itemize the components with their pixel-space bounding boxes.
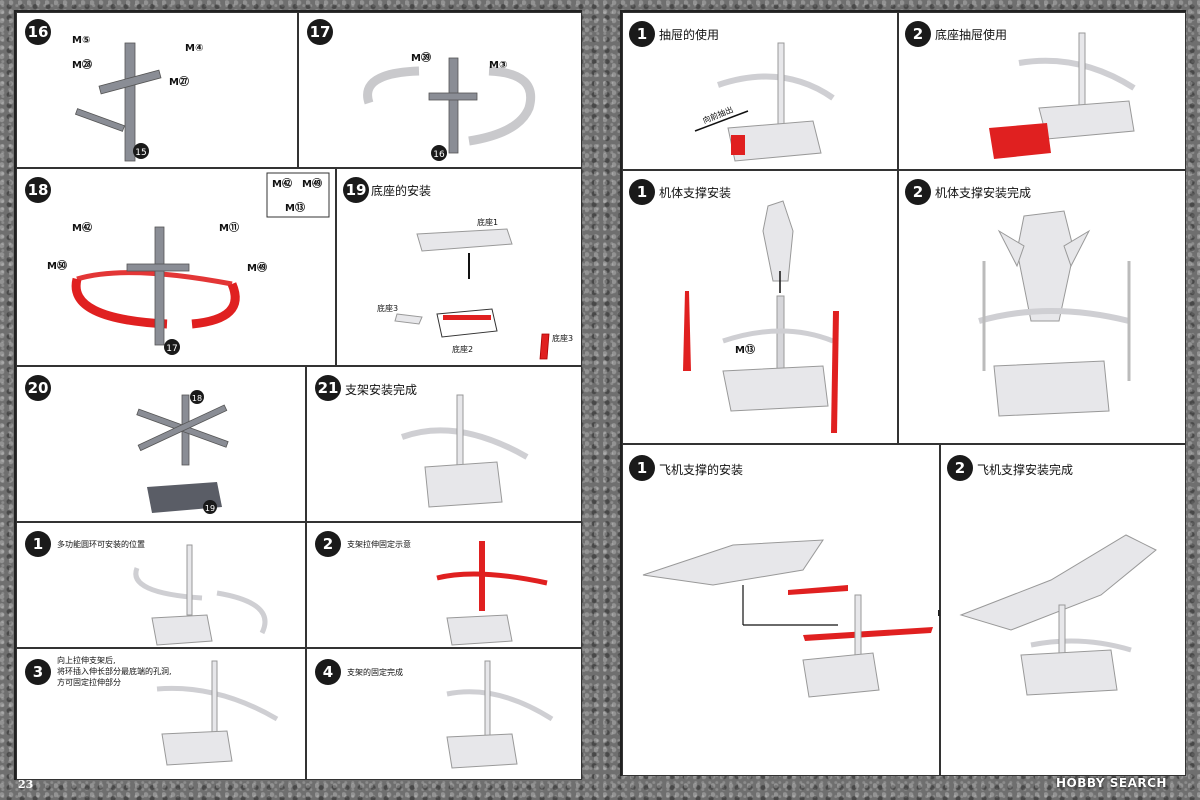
left-instruction-page: 16 15 M⑤ M㉘ M④ M㉗ 17 16 M㊴ M③ 18 bbox=[14, 10, 582, 780]
step-17-panel: 17 16 M㊴ M③ bbox=[298, 12, 582, 168]
part-number-label: 15 bbox=[135, 148, 146, 158]
step-18-panel: 18 17 M㊷ M㊿ M⑪ M㊾ M㊷ M㊾ M⑬ bbox=[16, 168, 336, 366]
drawer-use-panel: 1 抽屉的使用 向前抽出 bbox=[622, 12, 898, 170]
part-number-label: 16 bbox=[433, 150, 445, 160]
step-number: 1 bbox=[629, 21, 655, 47]
step-number: 2 bbox=[905, 179, 931, 205]
step-title: 支架的固定完成 bbox=[347, 668, 403, 677]
base-part-label: 底座3 bbox=[377, 303, 398, 313]
extension-fix-panel: 2 支架拉伸固定示意 bbox=[306, 522, 582, 648]
fix-complete-panel: 4 支架的固定完成 bbox=[306, 648, 582, 780]
step-title: 底座抽屉使用 bbox=[935, 28, 1008, 42]
step-number: 3 bbox=[25, 659, 51, 685]
step-number: 20 bbox=[25, 375, 51, 401]
step-16-panel: 16 15 M⑤ M㉘ M④ M㉗ bbox=[16, 12, 298, 168]
step-instruction-line: 向上拉伸支架后, bbox=[57, 656, 116, 665]
step-number: 4 bbox=[315, 659, 341, 685]
mecha-complete-panel: 2 机体支撑安装完成 bbox=[898, 170, 1186, 444]
base-drawer-panel: 2 底座抽屉使用 bbox=[898, 12, 1186, 170]
part-label: M㊷ bbox=[72, 221, 92, 234]
ring-attach-illustration: 16 M㊴ M③ bbox=[363, 51, 535, 161]
right-instruction-page: 1 抽屉的使用 向前抽出 2 底座抽屉使用 1 机体支撑安装 bbox=[620, 10, 1186, 776]
base-assembly-illustration: 底座1 底座2 底座3 底座3 bbox=[377, 217, 573, 360]
step-number: 1 bbox=[629, 179, 655, 205]
step-title: 飞机支撑的安装 bbox=[659, 463, 744, 477]
step-title: 底座的安装 bbox=[371, 184, 432, 198]
base-part-label: 底座1 bbox=[477, 217, 498, 227]
base-part-label: 底座3 bbox=[552, 333, 573, 343]
plane-complete-panel: 2 飞机支撑安装完成 bbox=[940, 444, 1186, 776]
part-label: M㊴ bbox=[411, 51, 431, 64]
step-title: 支架拉伸固定示意 bbox=[347, 540, 411, 549]
step-title: 抽屉的使用 bbox=[659, 28, 720, 42]
ring-position-panel: 1 多功能圆环可安装的位置 bbox=[16, 522, 306, 648]
part-label: M⑬ bbox=[735, 343, 755, 356]
step-title: 支架安装完成 bbox=[345, 383, 418, 397]
step-20-panel: 20 18 19 bbox=[16, 366, 306, 522]
step-title: 机体支撑安装 bbox=[659, 186, 732, 200]
step-number: 19 bbox=[343, 177, 369, 203]
mecha-mounted-illustration bbox=[978, 210, 1131, 417]
mecha-support-panel: 1 机体支撑安装 M⑬ bbox=[622, 170, 898, 444]
inset-part-label: M⑬ bbox=[285, 201, 305, 214]
step-19-panel: 19 底座的安装 底座1 底座2 底座3 底座3 bbox=[336, 168, 582, 366]
part-label: M⑤ bbox=[72, 35, 90, 46]
step-instruction-line: 将环插入伸长部分最底端的孔洞, bbox=[57, 667, 172, 676]
step-number: 2 bbox=[947, 455, 973, 481]
step-number: 16 bbox=[25, 19, 51, 45]
drawer-open-illustration bbox=[989, 32, 1136, 159]
part-label: M㊿ bbox=[47, 259, 67, 272]
frame-on-base-illustration: 18 19 bbox=[136, 390, 229, 514]
part-number-label: 18 bbox=[192, 394, 202, 403]
ring-insert-illustration bbox=[156, 660, 279, 766]
stand-pole-illustration: 15 M⑤ M㉘ M④ M㉗ bbox=[72, 35, 203, 162]
base-part-label: 底座2 bbox=[452, 344, 473, 354]
fixed-stand-illustration bbox=[446, 660, 554, 769]
plane-support-panel: 1 飞机支撑的安装 bbox=[622, 444, 940, 776]
part-number-label: 17 bbox=[166, 344, 177, 354]
step-title: 多功能圆环可安装的位置 bbox=[57, 540, 145, 549]
part-label: M⑪ bbox=[219, 221, 239, 234]
completed-stand-illustration bbox=[400, 394, 529, 508]
part-label: M④ bbox=[185, 43, 203, 54]
step-number: 2 bbox=[315, 531, 341, 557]
mecha-mount-illustration: M⑬ bbox=[683, 200, 839, 433]
part-label: M㉗ bbox=[169, 75, 189, 88]
red-extension-illustration bbox=[436, 541, 548, 646]
part-label: M③ bbox=[489, 60, 507, 71]
step-instruction-line: 方可固定拉伸部分 bbox=[57, 678, 121, 687]
page-number: 23 bbox=[18, 778, 34, 791]
step-number: 17 bbox=[307, 19, 333, 45]
step-number: 2 bbox=[905, 21, 931, 47]
step-number: 1 bbox=[629, 455, 655, 481]
step-number: 1 bbox=[25, 531, 51, 557]
plane-mount-illustration bbox=[642, 539, 933, 698]
step-21-panel: 21 支架安装完成 bbox=[306, 366, 582, 522]
step-title: 飞机支撑安装完成 bbox=[977, 463, 1074, 477]
step-title: 机体支撑安装完成 bbox=[935, 186, 1032, 200]
part-number-label: 19 bbox=[205, 504, 215, 513]
hobby-search-watermark: HOBBY SEARCH bbox=[1056, 776, 1167, 790]
inset-part-label: M㊾ bbox=[302, 177, 322, 190]
plane-mounted-illustration bbox=[959, 534, 1157, 696]
ring-insert-panel: 3 向上拉伸支架后, 将环插入伸长部分最底端的孔洞, 方可固定拉伸部分 bbox=[16, 648, 306, 780]
ring-positions-illustration bbox=[133, 544, 268, 646]
step-number: 21 bbox=[315, 375, 341, 401]
part-label: M㉘ bbox=[72, 58, 92, 71]
drawer-pull-illustration: 向前抽出 bbox=[694, 42, 835, 162]
red-ring-illustration: 17 M㊷ M㊿ M⑪ M㊾ M㊷ M㊾ M⑬ bbox=[47, 172, 330, 355]
step-number: 18 bbox=[25, 177, 51, 203]
inset-part-label: M㊷ bbox=[272, 177, 292, 190]
part-label: M㊾ bbox=[247, 261, 267, 274]
